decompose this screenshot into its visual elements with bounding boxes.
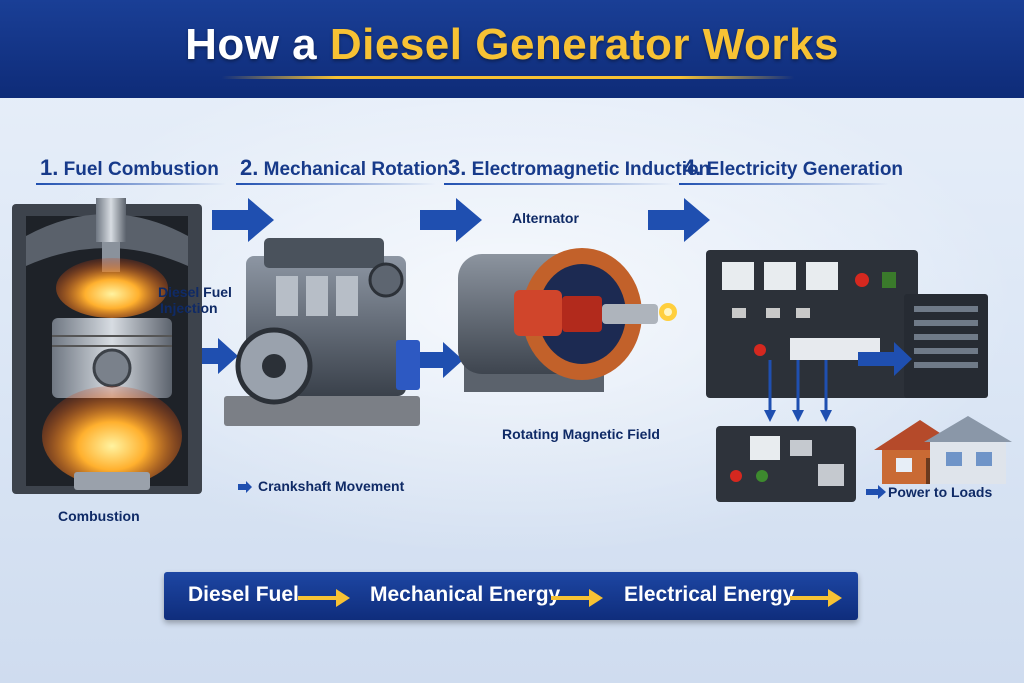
- feeder-arrows-icon: [764, 360, 832, 422]
- label-power-to-loads: Power to Loads: [888, 484, 993, 500]
- step-2-rule: [236, 183, 436, 185]
- energy-flow-bar: [164, 572, 858, 620]
- label-crankshaft-movement: Crankshaft Movement: [258, 478, 405, 494]
- label-alternator: Alternator: [512, 210, 579, 226]
- alternator-illustration: [458, 248, 677, 392]
- arrow-stage-3-to-4: [648, 198, 710, 242]
- label-rotating-magnetic-field: Rotating Magnetic Field: [502, 426, 660, 442]
- flow-item-mechanical-energy: Mechanical Energy: [370, 583, 561, 606]
- flow-arrow-3-icon: [790, 589, 842, 607]
- title-banner: [0, 0, 1024, 98]
- power-loads-arrow-icon: [866, 485, 886, 499]
- step-3-label: Electromagnetic Induction: [471, 159, 711, 180]
- step-1-rule: [36, 183, 226, 185]
- arrow-stage-1-to-2: [212, 198, 274, 242]
- arrow-stage-2-to-3: [420, 198, 482, 242]
- page-title: How a Diesel Generator Works: [0, 20, 1024, 70]
- step-2-label: Mechanical Rotation: [263, 159, 449, 180]
- step-4-heading: 4. Electricity Generation: [683, 155, 903, 181]
- flow-arrow-1-icon: [298, 589, 350, 607]
- arrow-engine-to-alternator: [415, 342, 463, 378]
- step-3-heading: 3. Electromagnetic Induction: [448, 155, 710, 181]
- step-4-number: 4.: [683, 155, 702, 180]
- house-icon: [874, 416, 1012, 484]
- label-combustion: Combustion: [58, 508, 140, 524]
- step-3-rule: [444, 183, 674, 185]
- crankshaft-marker-icon: [238, 481, 252, 493]
- combustion-cylinder-illustration: [12, 198, 202, 494]
- step-4-label: Electricity Generation: [706, 159, 904, 180]
- flow-item-electrical-energy: Electrical Energy: [624, 583, 795, 606]
- label-diesel-fuel-line2: Injection: [160, 300, 218, 316]
- step-1-heading: 1. Fuel Combustion: [40, 155, 219, 181]
- label-diesel-fuel-line1: Diesel Fuel: [158, 284, 232, 300]
- step-2-number: 2.: [240, 155, 259, 180]
- step-1-number: 1.: [40, 155, 59, 180]
- step-2-heading: 2. Mechanical Rotation: [240, 155, 448, 181]
- distribution-box-illustration: [716, 426, 856, 502]
- title-part1: How a: [185, 20, 330, 69]
- step-4-rule: [679, 183, 889, 185]
- arrow-piston-to-engine: [190, 338, 238, 374]
- arrow-panel-to-rack: [858, 342, 912, 376]
- title-underline: [222, 76, 794, 79]
- flow-arrow-2-icon: [551, 589, 603, 607]
- step-1-label: Fuel Combustion: [63, 159, 219, 180]
- diesel-engine-illustration: [224, 238, 420, 426]
- step-3-number: 3.: [448, 155, 467, 180]
- flow-item-diesel-fuel: Diesel Fuel: [188, 583, 299, 606]
- title-highlight: Diesel Generator Works: [329, 20, 839, 69]
- server-rack-illustration: [904, 294, 988, 398]
